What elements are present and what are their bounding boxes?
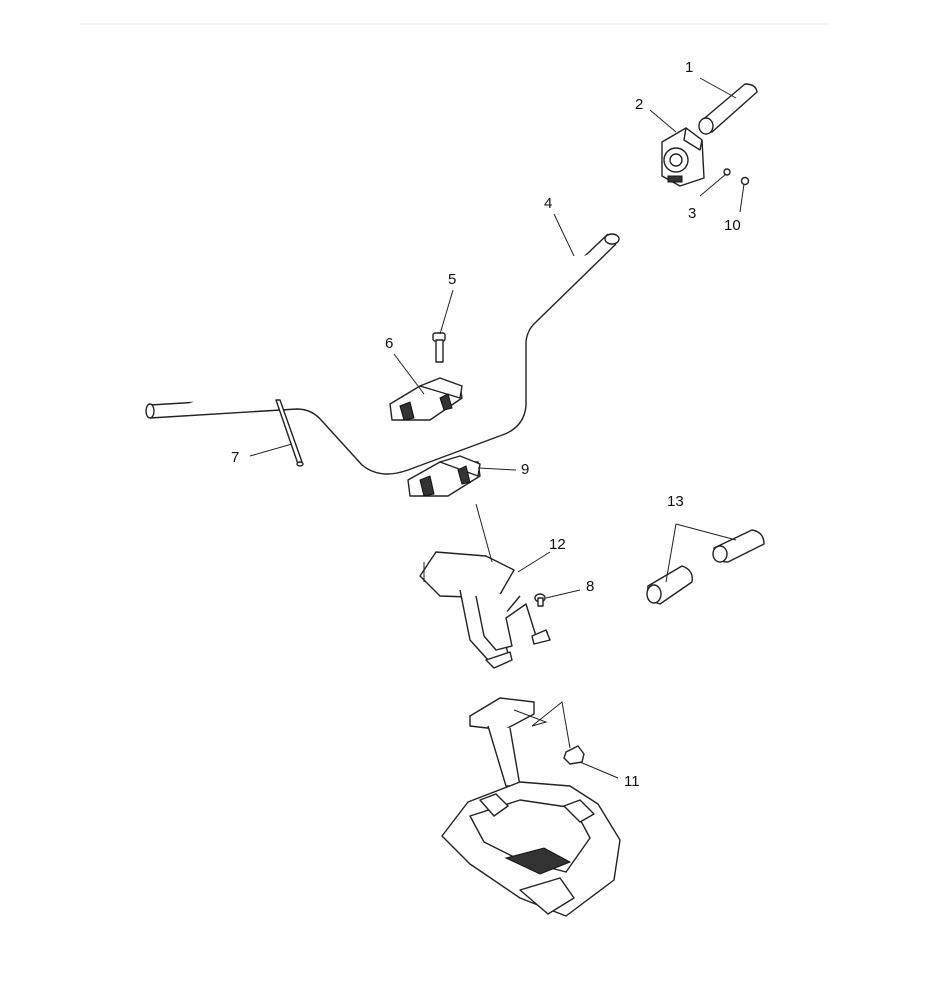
part-9-lower-clamp bbox=[407, 455, 481, 497]
callout-8: 8 bbox=[586, 578, 595, 595]
callout-13: 13 bbox=[667, 493, 684, 510]
callout-5: 5 bbox=[448, 271, 457, 288]
leader-12 bbox=[517, 551, 551, 573]
leader-10 bbox=[739, 183, 745, 213]
callout-12: 12 bbox=[549, 536, 566, 553]
leader-4 bbox=[553, 213, 575, 257]
callout-9: 9 bbox=[521, 461, 530, 478]
assembly-line-clamp bbox=[475, 503, 493, 563]
callout-10: 10 bbox=[724, 217, 741, 234]
leader-6 bbox=[393, 353, 425, 395]
callout-6: 6 bbox=[385, 335, 394, 352]
leader-13b bbox=[675, 523, 737, 541]
callout-1: 1 bbox=[685, 59, 694, 76]
part-2-throttle-housing bbox=[661, 127, 705, 187]
part-3-screw bbox=[723, 168, 731, 176]
callout-4: 4 bbox=[544, 195, 553, 212]
part-6-upper-clamp bbox=[389, 377, 463, 421]
leader-9 bbox=[477, 467, 517, 471]
part-13-grips bbox=[646, 529, 765, 605]
frame-chassis bbox=[441, 697, 621, 917]
callout-11: 11 bbox=[624, 773, 640, 790]
leader-2 bbox=[649, 109, 677, 133]
part-8-bolt bbox=[534, 593, 546, 607]
part-7-pin bbox=[275, 399, 304, 467]
part-10-screw bbox=[740, 176, 750, 186]
leader-1 bbox=[699, 77, 737, 99]
part-4-handlebar bbox=[145, 233, 620, 475]
leader-5 bbox=[439, 289, 454, 335]
callout-7: 7 bbox=[231, 449, 240, 466]
assembly-line-nut bbox=[513, 701, 571, 749]
leader-8 bbox=[545, 589, 581, 599]
part-11-nut bbox=[563, 745, 585, 765]
leader-3 bbox=[699, 173, 727, 197]
part-1-grip bbox=[698, 83, 758, 135]
callout-3: 3 bbox=[688, 205, 697, 222]
part-5-bolt bbox=[432, 332, 446, 363]
callout-2: 2 bbox=[635, 96, 644, 113]
leader-11 bbox=[579, 761, 619, 779]
leader-7 bbox=[249, 443, 293, 457]
part-12-bracket bbox=[419, 551, 551, 669]
leader-13a bbox=[665, 523, 677, 583]
